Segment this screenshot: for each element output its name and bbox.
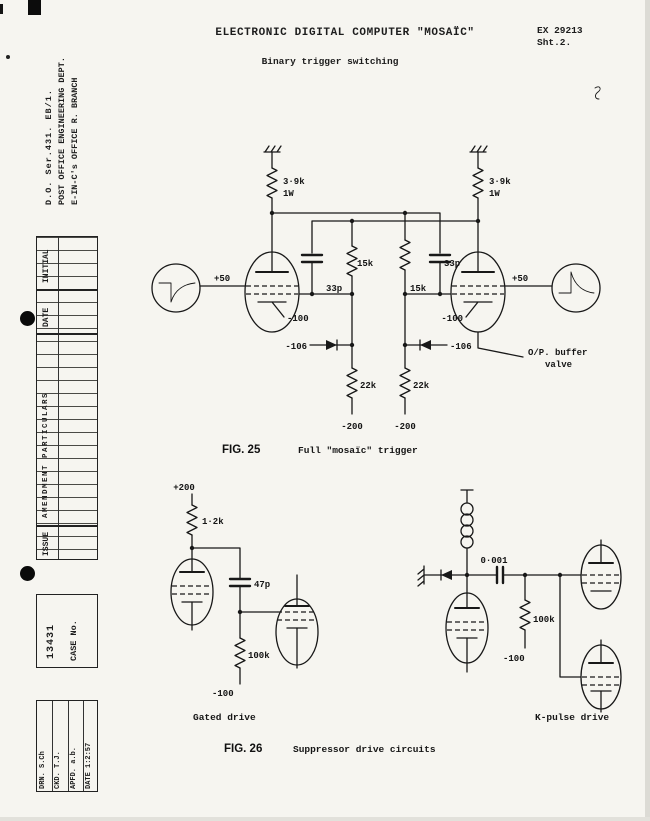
label-resistor-100k: 100k	[248, 651, 270, 661]
fig26-kpulse-drive-circuit: 0·001 100k -100 K-pulse drive	[417, 489, 622, 723]
drawing-reference: EX 29213 Sht.2.	[537, 25, 583, 49]
stray-pencil-mark	[594, 86, 601, 100]
resistor-100k-gated	[234, 637, 246, 669]
label-tail-res-left: 22k	[360, 381, 377, 391]
approvals-divider	[83, 701, 84, 791]
valve-kpulse-lower	[580, 644, 622, 710]
capacitor-0001	[495, 565, 505, 585]
label-clamp-left: -106	[285, 342, 307, 352]
scan-edge-right	[645, 0, 650, 821]
inductor-coil-icon	[460, 502, 474, 549]
label-anode-rating-right: 1W	[489, 189, 500, 199]
kpulse-drive-caption: K-pulse drive	[535, 712, 609, 723]
junction-dot	[522, 572, 528, 578]
junction-dot	[237, 609, 243, 615]
gated-drive-caption: Gated drive	[193, 712, 256, 723]
label-grid-supply-left: +50	[214, 274, 230, 284]
edge-mark	[0, 4, 3, 14]
corner-registration-mark	[28, 0, 41, 15]
margin-dot	[6, 55, 10, 59]
capacitors-33p	[300, 253, 452, 264]
diode-left-icon	[326, 339, 338, 351]
fig25-caption-number: FIG. 25	[222, 444, 261, 456]
diode-right-icon	[419, 339, 431, 351]
fig25-caption-text: Full "mosaïc" trigger	[298, 445, 418, 456]
fig25-trigger-circuit: 3·9k 1W 3·9k 1W 33p 33p 15k 15k +50 +50 …	[151, 145, 601, 456]
fig26-caption-text: Suppressor drive circuits	[293, 744, 436, 755]
label-cap-left: 33p	[326, 284, 342, 294]
section-line	[37, 525, 97, 527]
valve-kpulse-driver	[445, 592, 489, 664]
label-anode-resistor-right: 3·9k	[489, 177, 511, 187]
punch-hole-bottom	[20, 566, 35, 581]
resistor-100k-kpulse	[519, 599, 531, 631]
label-cathode-supply-left: -100	[287, 314, 309, 324]
resistor-22k-left	[346, 367, 358, 399]
approvals-divider	[68, 701, 69, 791]
label-tail-res-right: 22k	[413, 381, 430, 391]
label-neg-rail-left: -200	[341, 422, 363, 432]
label-buffer-line2: valve	[545, 360, 572, 370]
section-line	[37, 289, 97, 291]
page-title: ELECTRONIC DIGITAL COMPUTER "MOSAÏC"	[215, 27, 475, 39]
scan-edge-bottom	[0, 817, 650, 821]
sheet-number: Sht.2.	[537, 37, 572, 48]
label-supply-200: +200	[173, 483, 195, 493]
valve-kpulse-upper	[580, 544, 622, 610]
label-coupling-res-left: 15k	[357, 259, 374, 269]
approvals-box	[36, 700, 98, 792]
punch-hole-top	[20, 311, 35, 326]
label-neg-rail-right: -200	[394, 422, 416, 432]
kpulse-wiring	[417, 489, 602, 713]
junction-dots	[269, 210, 481, 348]
resistor-3k9-right	[472, 167, 484, 199]
case-number-box	[36, 594, 98, 668]
page-subtitle: Binary trigger switching	[261, 56, 399, 67]
ht-rail-symbol-right	[469, 145, 488, 153]
junction-dot	[464, 572, 470, 578]
label-cap-right: 33p	[444, 259, 460, 269]
capacitor-47p	[228, 577, 252, 588]
valve-left	[244, 251, 300, 333]
label-resistor-1k2: 1·2k	[202, 517, 224, 527]
label-grid-supply-right: +50	[512, 274, 528, 284]
label-capacitor-47p: 47p	[254, 580, 270, 590]
label-buffer-line1: O/P. buffer	[528, 348, 587, 358]
ht-rail-symbol-left	[263, 145, 282, 153]
junction-dot	[189, 545, 195, 551]
reference-number: EX 29213	[537, 25, 583, 36]
section-line	[37, 333, 97, 335]
diode-kpulse-icon	[440, 569, 452, 581]
amendment-table-divider	[58, 237, 59, 559]
waveform-right-icon	[551, 263, 601, 313]
resistor-15k-left	[346, 245, 358, 277]
label-anode-resistor-left: 3·9k	[283, 177, 305, 187]
label-kpulse-supply: -100	[503, 654, 525, 664]
junction-dot	[557, 572, 563, 578]
resistor-1k2	[186, 504, 198, 536]
resistor-15k-right	[399, 239, 411, 271]
valve-right	[450, 251, 506, 333]
label-resistor-100k-kpulse: 100k	[533, 615, 555, 625]
label-cathode-supply-right: -100	[441, 314, 463, 324]
fig26-gated-drive-circuit: +200 1·2k 47p 100k -100 Gated drive	[170, 483, 319, 723]
label-clamp-right: -106	[450, 342, 472, 352]
valve-gated-output	[275, 598, 319, 666]
label-coupling-res-right: 15k	[410, 284, 427, 294]
approvals-divider	[52, 701, 53, 791]
valve-gated-driver	[170, 558, 214, 626]
label-grid-supply: -100	[212, 689, 234, 699]
waveform-left-icon	[151, 263, 201, 313]
resistor-22k-right	[399, 367, 411, 399]
label-anode-rating-left: 1W	[283, 189, 294, 199]
label-capacitor-0001: 0·001	[480, 556, 508, 566]
fig26-caption-number: FIG. 26	[224, 743, 262, 755]
resistor-3k9-left	[266, 167, 278, 199]
amendment-table	[36, 236, 98, 560]
gated-wiring	[191, 493, 298, 685]
